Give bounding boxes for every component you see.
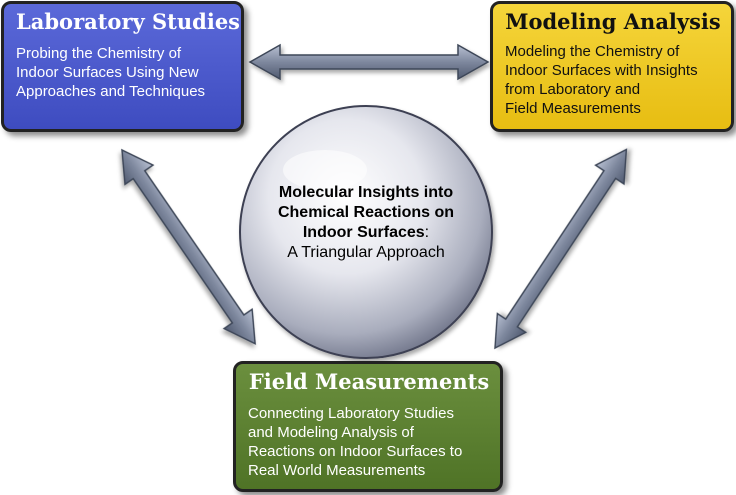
modeling-analysis-title: Modeling Analysis bbox=[505, 9, 721, 34]
field-measurements-title: Field Measurements bbox=[248, 369, 490, 394]
arrow-model-field bbox=[494, 148, 628, 350]
field-measurements-box: Field Measurements Connecting Laboratory… bbox=[233, 361, 503, 492]
laboratory-studies-box: Laboratory Studies Probing the Chemistry… bbox=[1, 1, 244, 132]
center-line-2: Chemical Reactions on bbox=[277, 204, 455, 221]
laboratory-studies-text: Probing the Chemistry of Indoor Surfaces… bbox=[16, 45, 206, 100]
center-line-3-bold: Indoor Surfaces bbox=[302, 224, 425, 241]
modeling-analysis-box: Modeling Analysis Modeling the Chemistry… bbox=[490, 1, 734, 132]
center-line-1: Molecular Insights into bbox=[278, 184, 454, 201]
laboratory-studies-title: Laboratory Studies bbox=[16, 9, 240, 34]
sphere-highlight bbox=[283, 150, 367, 190]
center-line-4: A Triangular Approach bbox=[287, 244, 445, 261]
arrow-lab-model bbox=[248, 43, 490, 81]
center-caption: Molecular Insights into Chemical Reactio… bbox=[246, 183, 486, 263]
modeling-analysis-text: Modeling the Chemistry of Indoor Surface… bbox=[505, 43, 698, 117]
field-measurements-text: Connecting Laboratory Studies and Modeli… bbox=[248, 405, 463, 479]
arrow-lab-field bbox=[121, 148, 256, 345]
center-line-3-colon: : bbox=[424, 224, 430, 241]
center-line-3: Indoor Surfaces: bbox=[246, 223, 486, 243]
